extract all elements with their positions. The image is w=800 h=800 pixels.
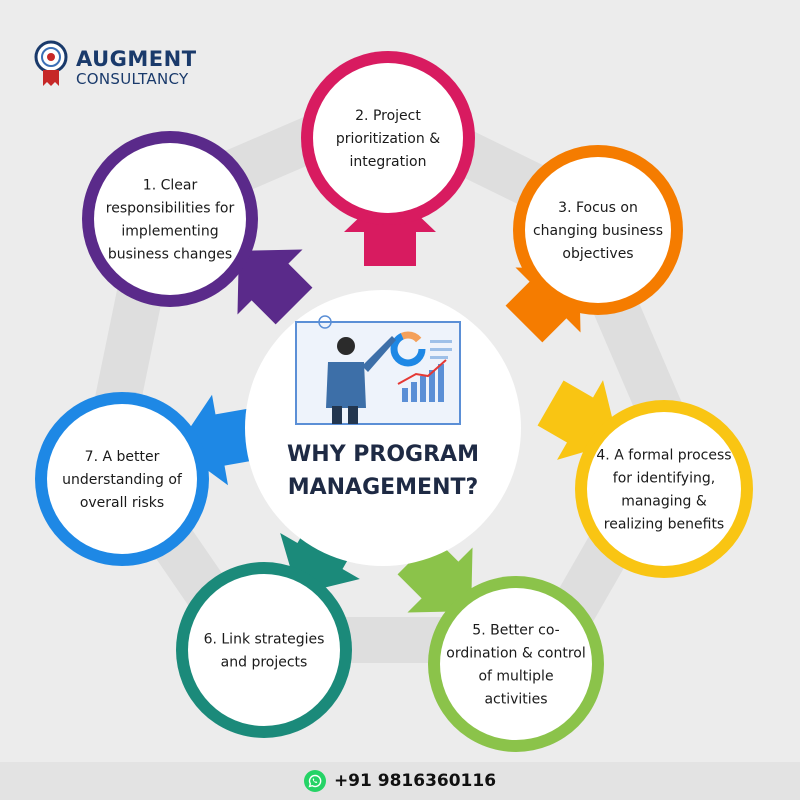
point-1-text-line: responsibilities for <box>106 201 235 217</box>
point-7: 7. A better understanding of overall risks <box>35 392 258 566</box>
point-7-text-line: 7. A better <box>85 449 160 465</box>
point-7-disc <box>47 404 197 554</box>
point-1-arrow <box>237 249 313 325</box>
center-hub: WHY PROGRAM MANAGEMENT? <box>245 290 521 566</box>
point-1-disc <box>94 143 246 295</box>
point-5-text-line: 5. Better co- <box>472 623 559 639</box>
point-4-text-line: for identifying, <box>613 471 715 487</box>
point-6-text-line: and projects <box>221 655 308 671</box>
point-3-text-line: changing business <box>533 223 663 239</box>
point-7-text-line: understanding of <box>62 472 183 488</box>
point-5-text-line: activities <box>484 692 547 708</box>
point-5-disc <box>440 588 592 740</box>
point-6-text-line: 6. Link strategies <box>204 632 325 648</box>
point-6: 6. Link strategies and projects <box>176 513 360 738</box>
point-7-text-line: overall risks <box>80 495 164 511</box>
point-1-text-line: business changes <box>108 247 232 263</box>
center-title-line2: MANAGEMENT? <box>288 475 479 500</box>
point-4-disc <box>587 412 741 566</box>
point-4-text-line: managing & <box>621 494 707 510</box>
brand-subtitle: CONSULTANCY <box>76 70 189 88</box>
point-2-text-line: prioritization & <box>336 131 440 147</box>
point-5-text-line: of multiple <box>478 669 553 685</box>
point-4-text-line: realizing benefits <box>604 517 724 533</box>
point-3-text-line: objectives <box>562 246 633 262</box>
presenter-illustration <box>295 315 461 425</box>
points-layer: 1. Clear responsibilities for implementing… <box>35 51 753 752</box>
brand-logo: AUGMENT CONSULTANCY <box>34 40 197 88</box>
point-3-text-line: 3. Focus on <box>558 200 638 216</box>
point-2-disc <box>313 63 463 213</box>
whatsapp-icon[interactable] <box>303 770 326 792</box>
point-2-text-line: integration <box>350 154 427 170</box>
point-3-disc <box>525 157 671 303</box>
point-7-arrow <box>176 394 258 486</box>
point-4-text-line: 4. A formal process <box>596 448 731 464</box>
point-6-disc <box>188 574 340 726</box>
point-2-text-line: 2. Project <box>355 108 421 124</box>
point-2: 2. Project prioritization & integration <box>301 51 475 266</box>
target-icon <box>34 40 68 86</box>
point-3: 3. Focus on changing business objectives <box>505 145 683 343</box>
brand-name: AUGMENT <box>76 47 197 71</box>
point-1-text-line: implementing <box>121 224 218 240</box>
center-title-line1: WHY PROGRAM <box>287 442 479 467</box>
point-1: 1. Clear responsibilities for implementing… <box>82 131 313 325</box>
phone-number[interactable]: +91 9816360116 <box>333 771 497 791</box>
contact-footer: +91 9816360116 <box>0 762 800 800</box>
point-5-text-line: ordination & control <box>446 646 585 662</box>
point-1-text-line: 1. Clear <box>143 178 198 194</box>
point-2-arrow <box>344 188 436 266</box>
point-4: 4. A formal process for identifying, manag… <box>537 380 753 578</box>
